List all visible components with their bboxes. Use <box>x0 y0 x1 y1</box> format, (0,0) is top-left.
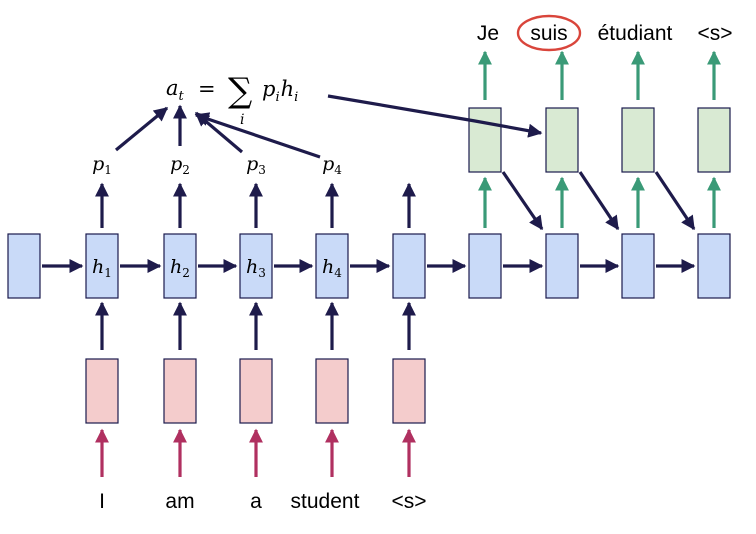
input-word-2: am <box>165 490 194 513</box>
decoder-hidden-box-2 <box>545 233 579 299</box>
embedding-box-4 <box>315 358 349 424</box>
hidden-label-3: h3 <box>246 256 266 280</box>
attention-label-4: p4 <box>322 153 342 177</box>
embedding-box-5 <box>392 358 426 424</box>
encoder-hidden-box-4 <box>315 233 349 299</box>
decoder-hidden-box-4 <box>697 233 731 299</box>
output-layer-box-3 <box>621 107 655 173</box>
attention-label-3: p3 <box>246 153 266 177</box>
context-to-decoder-arrow <box>327 94 543 138</box>
svg-text:∑: ∑ <box>228 71 252 111</box>
svg-text:=: = <box>198 77 216 101</box>
output-word-2: suis <box>530 22 567 45</box>
input-word-4: student <box>291 490 360 513</box>
encoder-hidden-box-2 <box>163 233 197 299</box>
input-word-5: <s> <box>391 490 426 513</box>
output-layer-box-2 <box>545 107 579 173</box>
score-to-context-arrow <box>114 106 169 152</box>
encoder-initial-state-box <box>7 233 41 299</box>
input-word-1: I <box>99 490 105 513</box>
decoder-hidden-box-3 <box>621 233 655 299</box>
output-layer-box-4 <box>697 107 731 173</box>
context-formula: at = ∑ i pihi <box>166 71 298 128</box>
output-word-4: <s> <box>697 22 732 45</box>
encoder-hidden-box-1 <box>85 233 119 299</box>
embedding-box-1 <box>85 358 119 424</box>
embedding-box-3 <box>239 358 273 424</box>
svg-text:pihi: pihi <box>262 77 298 105</box>
attention-label-2: p2 <box>170 153 190 177</box>
encoder-hidden-box-5 <box>392 233 426 299</box>
svg-text:i: i <box>240 112 244 128</box>
decoder-hidden-box-1 <box>468 233 502 299</box>
feedback-arrow <box>501 171 544 231</box>
hidden-label-1: h1 <box>92 256 112 280</box>
feedback-arrow <box>654 171 696 231</box>
score-to-context-arrow <box>194 112 321 159</box>
encoder-hidden-box-3 <box>239 233 273 299</box>
output-word-3: étudiant <box>598 22 673 45</box>
feedback-arrow <box>578 171 620 231</box>
highlight-ellipse <box>516 14 582 52</box>
hidden-label-2: h2 <box>170 256 190 280</box>
input-word-3: a <box>250 490 262 513</box>
output-word-1: Je <box>477 22 499 45</box>
output-layer-box-1 <box>468 107 502 173</box>
attention-label-1: p1 <box>92 153 112 177</box>
hidden-label-4: h4 <box>322 256 342 280</box>
svg-text:at: at <box>166 76 185 104</box>
embedding-box-2 <box>163 358 197 424</box>
